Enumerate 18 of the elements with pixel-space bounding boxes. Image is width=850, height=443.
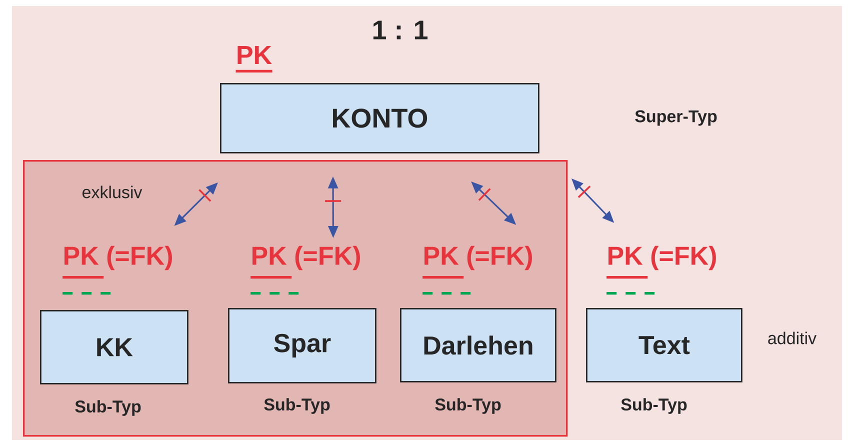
key-label: PK (=FK): [62, 246, 172, 295]
entity-box: KK: [40, 310, 188, 384]
type-label: Sub-Typ: [435, 398, 501, 414]
key-label: PK (=FK): [606, 246, 716, 295]
note-label: additiv: [768, 332, 816, 344]
key-label: PK (=FK): [422, 246, 532, 295]
type-label: Sub-Typ: [621, 398, 687, 414]
key-label: PK (=FK): [250, 246, 360, 295]
entity-box: Darlehen: [400, 308, 556, 382]
group-label: exklusiv: [82, 186, 142, 198]
entity-box: Spar: [228, 308, 376, 384]
entity-box: Text: [586, 308, 742, 382]
title: 1 : 1: [373, 20, 428, 40]
type-label: Sub-Typ: [264, 398, 330, 414]
note-label: Super-Typ: [635, 110, 717, 126]
type-label: Sub-Typ: [75, 400, 141, 416]
entity-box: KONTO: [220, 83, 540, 154]
key-label: PK: [236, 46, 272, 72]
